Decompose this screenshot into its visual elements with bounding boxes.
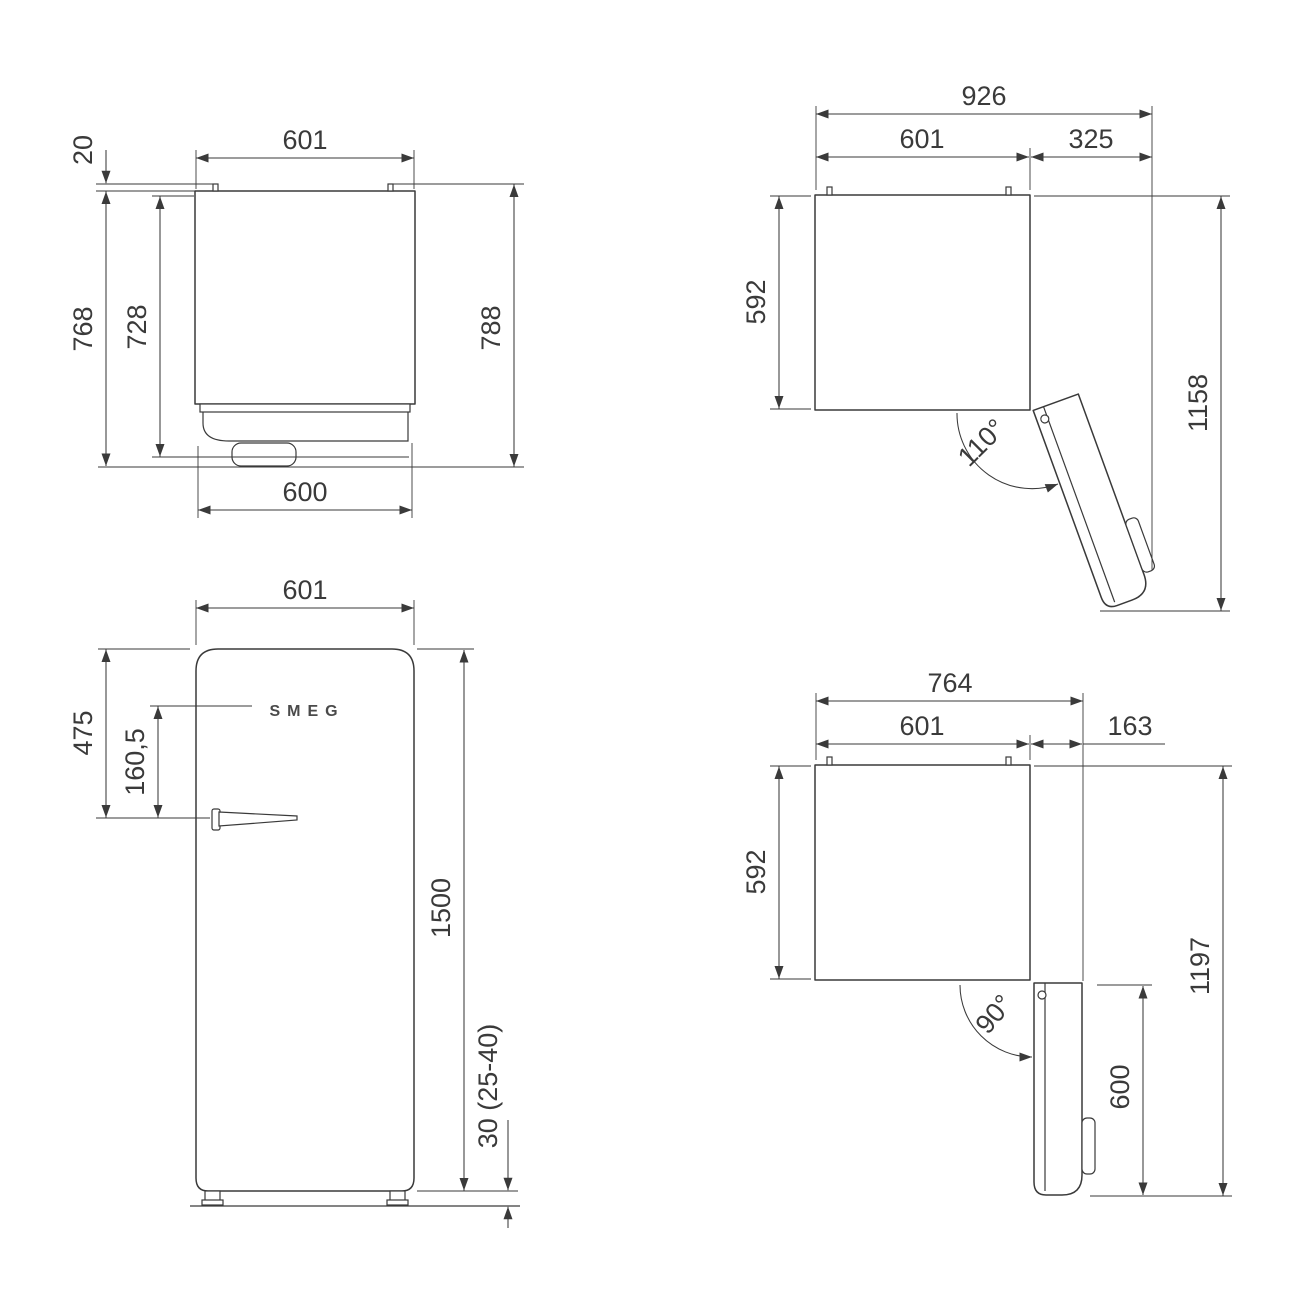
dim-side-height-body: 768 (68, 306, 98, 351)
side-view: 601 20 768 728 788 600 (68, 125, 524, 518)
dim-side-height-inner: 728 (122, 304, 152, 349)
dim-side-height-total: 788 (476, 305, 506, 350)
door-swing-arc-90 (959, 984, 1033, 1062)
dim-90-overall-width: 764 (927, 668, 972, 698)
front-view: SMEG 601 475 160,5 (68, 575, 520, 1228)
dim-110-depth: 592 (741, 279, 771, 324)
dim-90-overall-depth: 1197 (1185, 937, 1215, 995)
top-view-90: 90° 764 601 163 592 1197 (741, 668, 1232, 1197)
hinge-pin-right (387, 183, 394, 192)
top-view-110: 110° 926 601 325 592 1158 (741, 81, 1230, 612)
dim-90-cabinet-width: 601 (899, 711, 944, 741)
top-view-110-dimensions: 926 601 325 592 1158 (741, 81, 1230, 612)
dim-90-door-projection: 163 (1107, 711, 1152, 741)
dim-side-top-gap: 20 (68, 135, 98, 165)
dim-front-height: 1500 (426, 878, 456, 938)
hinge-pivot (1040, 414, 1050, 424)
top-view-110-cabinet: 110° (814, 186, 1156, 608)
dim-90-door-width: 600 (1105, 1064, 1135, 1109)
foot-right-base (386, 1199, 409, 1206)
dim-front-feet: 30 (25-40) (473, 1024, 503, 1149)
dim-110-door-projection: 325 (1068, 124, 1113, 154)
door-panel (1033, 982, 1083, 1196)
side-view-dimensions: 601 20 768 728 788 600 (68, 125, 524, 518)
dim-110-cabinet-width: 601 (899, 124, 944, 154)
top-view-90-cabinet: 90° (814, 756, 1096, 1196)
dim-90-depth: 592 (741, 849, 771, 894)
dim-front-logo-to-handle: 160,5 (120, 728, 150, 796)
base-band (199, 403, 411, 413)
door-handle (1125, 517, 1156, 573)
front-view-cabinet: SMEG (190, 648, 520, 1207)
cabinet-body (194, 190, 416, 405)
hinge-pin-left (826, 756, 833, 766)
foot (231, 442, 297, 467)
hinge-pin-right (1005, 186, 1012, 196)
door-inner-line (1042, 406, 1116, 603)
door-panel (1032, 393, 1147, 608)
hinge-pivot (1037, 990, 1047, 1000)
dim-front-width: 601 (282, 575, 327, 605)
door-open-90 (1033, 982, 1096, 1196)
dim-front-top-to-handle: 475 (68, 710, 98, 755)
door-open-110 (1032, 393, 1156, 608)
door-handle (1081, 1117, 1096, 1175)
hinge-pin-left (826, 186, 833, 196)
front-view-dimensions: 601 475 160,5 1500 30 (25-40) (68, 575, 518, 1228)
dim-110-overall-width: 926 (961, 81, 1006, 111)
cabinet-top-outline (814, 764, 1031, 981)
dim-side-bottom-depth: 600 (282, 477, 327, 507)
door-handle (218, 811, 298, 827)
plinth-outline (202, 412, 409, 442)
side-view-cabinet (194, 183, 416, 467)
cabinet-top-outline (814, 194, 1031, 411)
hinge-pin-left (212, 183, 219, 192)
hinge-pin-right (1005, 756, 1012, 766)
dim-door-angle-110: 110° (952, 413, 1011, 472)
top-view-90-dimensions: 764 601 163 592 1197 600 (741, 668, 1232, 1197)
dim-side-top-width: 601 (282, 125, 327, 155)
door-swing-arc-110 (956, 412, 1059, 493)
front-door-outline (195, 648, 415, 1192)
foot-left-base (201, 1199, 224, 1206)
dim-110-overall-depth: 1158 (1183, 374, 1213, 432)
brand-logo: SMEG (269, 703, 344, 720)
